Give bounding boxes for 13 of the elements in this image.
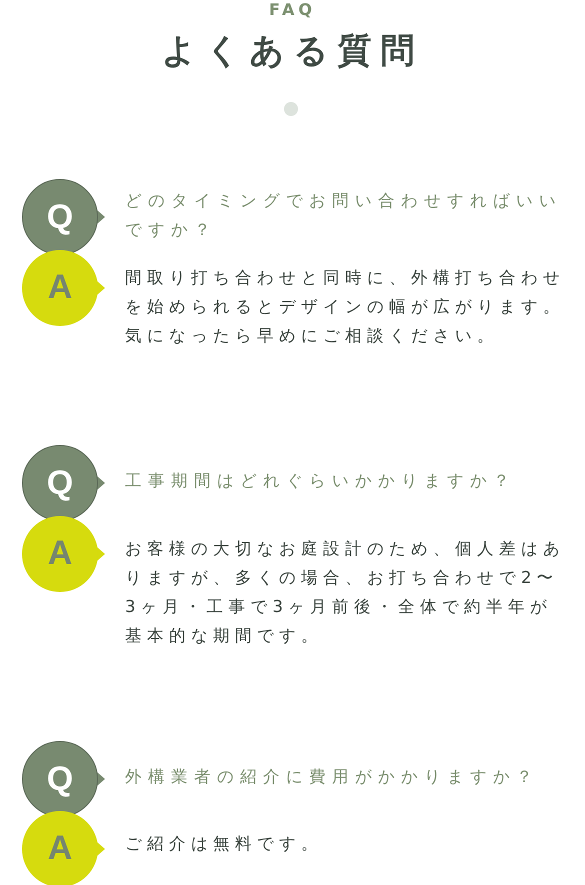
question-text: 外構業者の紹介に費用がかかりますか？ bbox=[125, 766, 540, 788]
answer-bubble: A bbox=[22, 516, 98, 592]
eyebrow-label: FAQ bbox=[268, 0, 316, 19]
question-bubble: Q bbox=[22, 445, 98, 521]
question-text: 工事期間はどれぐらいかかりますか？ bbox=[125, 470, 517, 492]
answer-text: 間取り打ち合わせと同時に、外構打ち合わせを始められるとデザインの幅が広がります。気になったら早めにご相談ください。 bbox=[125, 267, 565, 347]
answer-text: お客様の大切なお庭設計のため、個人差はありますが、多くの場合、お打ち合わせで2〜3ヶ月・工事で3ヶ月前後・全体で約半年が基本的な期間です。 bbox=[125, 538, 565, 647]
answer-bubble: A bbox=[22, 811, 98, 885]
question-text: どのタイミングでお問い合わせすればいいですか？ bbox=[125, 190, 563, 241]
answer-bubble: A bbox=[22, 250, 98, 326]
answer-text: ご紹介は無料です。 bbox=[125, 833, 324, 855]
question-bubble: Q bbox=[22, 179, 98, 255]
page-title: よくある質問 bbox=[162, 30, 424, 73]
